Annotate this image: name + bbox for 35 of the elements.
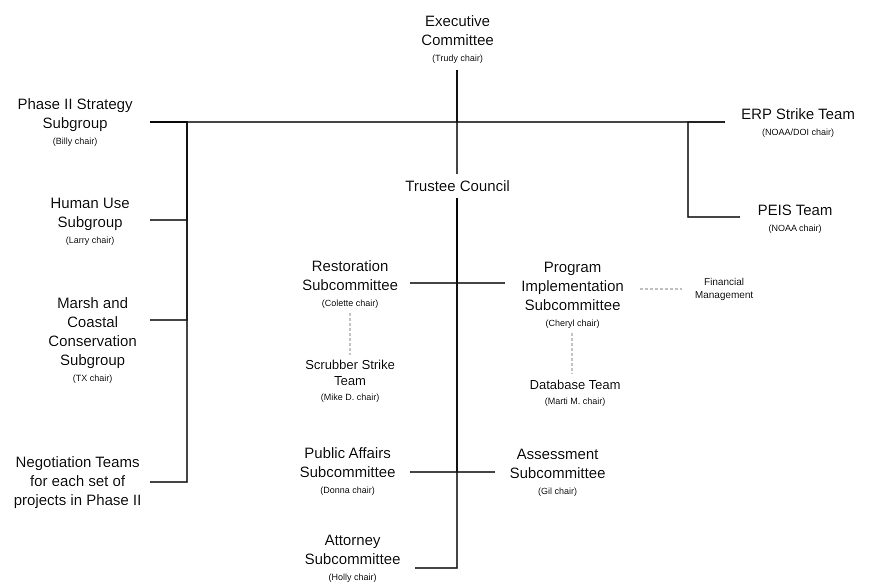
- unit-name: Program Implementation Subcommittee: [520, 258, 625, 314]
- chair-note: (Gil chair): [538, 485, 577, 497]
- unit-name: ERP Strike Team: [740, 104, 856, 124]
- dashed-connector: [640, 288, 682, 290]
- chair-note: (Holly chair): [328, 571, 376, 583]
- unit-name: Executive Committee: [420, 12, 495, 50]
- chair-note: (Cheryl chair): [545, 316, 600, 328]
- chair-note: (NOAA/DOI chair): [762, 126, 834, 138]
- unit-name: Human Use Subgroup: [49, 194, 131, 232]
- chair-note: (Colette chair): [322, 297, 378, 309]
- unit-name: Public Affairs Subcommittee: [298, 444, 396, 482]
- unit-name: Restoration Subcommittee: [301, 257, 399, 295]
- unit-name: PEIS Team: [756, 200, 834, 220]
- chair-note: (Billy chair): [52, 135, 98, 147]
- unit-name: Marsh and Coastal Conservation Subgroup: [47, 294, 138, 370]
- chair-note: (TX chair): [72, 372, 112, 384]
- connector-line: [687, 121, 740, 218]
- unit-name: Assessment Subcommittee: [508, 445, 606, 483]
- chair-note: (Marti M. chair): [544, 395, 606, 407]
- dashed-connector: [349, 313, 351, 355]
- unit-name: Phase II Strategy Subgroup: [16, 95, 134, 133]
- chair-note: (NOAA chair): [768, 222, 822, 234]
- chair-note: (Trudy chair): [432, 52, 483, 64]
- connector-line: [415, 198, 458, 569]
- unit-name: Negotiation Teams for each set of projects in Phase II: [12, 452, 142, 510]
- unit-name: Attorney Subcommittee: [304, 531, 402, 569]
- connector-line: [150, 121, 188, 483]
- chair-note: (Donna chair): [320, 484, 375, 496]
- unit-name: Financial Management: [694, 276, 754, 302]
- unit-name: Scrubber Strike Team: [304, 357, 396, 389]
- unit-name: Trustee Council: [404, 176, 511, 196]
- unit-name: Database Team: [528, 377, 622, 393]
- dashed-connector: [571, 333, 573, 374]
- chair-note: (Larry chair): [66, 234, 114, 246]
- chair-note: (Mike D. chair): [320, 391, 380, 403]
